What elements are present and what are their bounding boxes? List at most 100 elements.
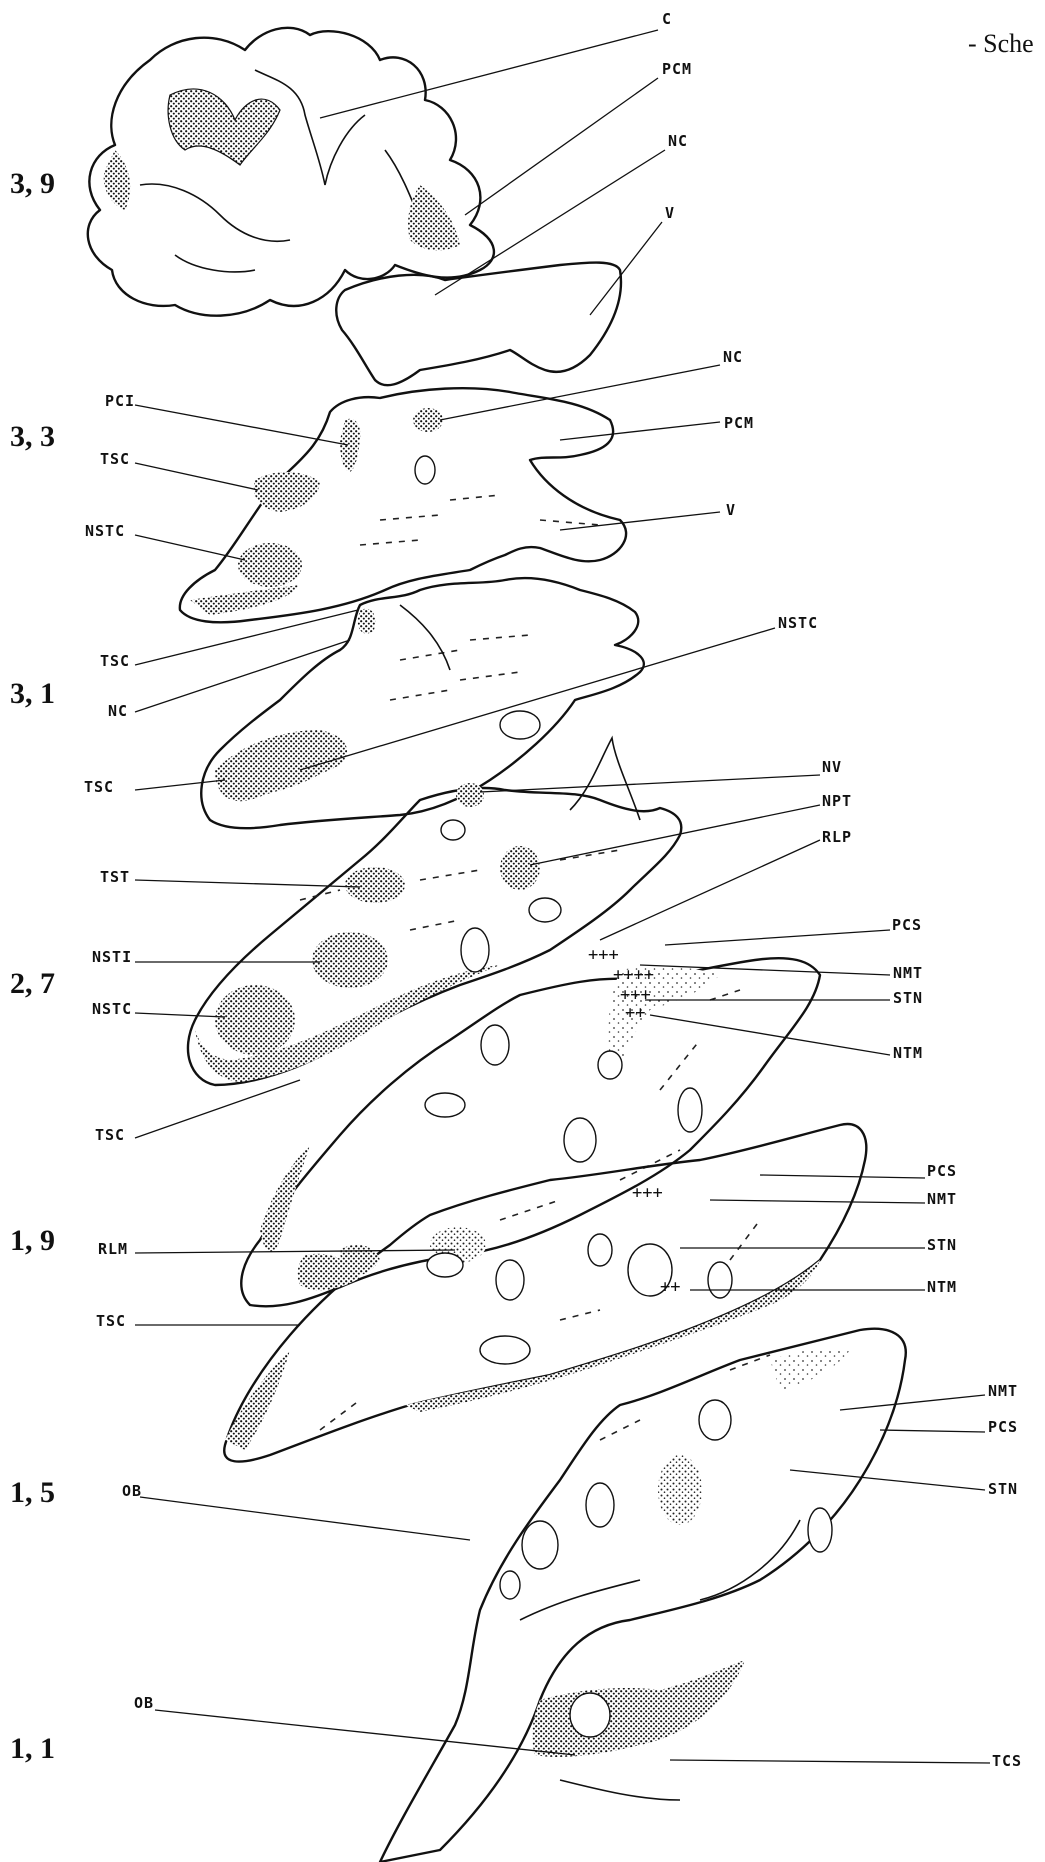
fiber-hole-1-9-b bbox=[564, 1118, 596, 1162]
level-label-3-3: 3, 3 bbox=[10, 420, 55, 453]
section-3-1 bbox=[201, 578, 644, 828]
fiber-hole-1-1-f bbox=[500, 1571, 520, 1599]
leader-ob-1-1 bbox=[155, 1710, 575, 1755]
nucleus-tst bbox=[345, 867, 405, 903]
leader-nstc-3-3 bbox=[135, 535, 245, 560]
fiber-hole-1-1-a bbox=[522, 1521, 558, 1569]
leader-pcs-1-5 bbox=[880, 1430, 985, 1432]
leader-tsc-3-1 bbox=[135, 610, 358, 665]
leader-ob-1-5 bbox=[140, 1497, 470, 1540]
leader-tsc-3-3 bbox=[135, 463, 258, 490]
fiber-hole-1-1-e bbox=[808, 1508, 832, 1552]
section-3-1-inner-curve bbox=[400, 605, 450, 670]
leader-rlp bbox=[600, 840, 820, 940]
leader-pcm-3-9 bbox=[465, 78, 658, 215]
svg-text:++++: ++++ bbox=[613, 965, 654, 985]
label-pcs-1-9: PCS bbox=[927, 1162, 957, 1180]
leader-pcm-3-3 bbox=[560, 422, 720, 440]
fiber-dashes-3-1 bbox=[390, 635, 530, 700]
nucleus-1-1-center bbox=[658, 1455, 702, 1525]
nucleus-nsti bbox=[312, 932, 388, 988]
label-pcm-3-3: PCM bbox=[724, 414, 754, 432]
brainstem-1-1-outline bbox=[380, 1329, 906, 1862]
region-rlm-1-5 bbox=[340, 1245, 380, 1276]
leader-tsc-2-7 bbox=[135, 1080, 300, 1138]
section-1-9: +++ ++++ +++ ++ bbox=[241, 945, 820, 1306]
label-rlp: RLP bbox=[822, 828, 852, 846]
tract-left-1-5 bbox=[225, 1350, 290, 1450]
fiber-hole-1-1-d bbox=[570, 1693, 610, 1737]
label-tsc-2-7: TSC bbox=[95, 1126, 125, 1144]
leader-tsc-3-1-lower bbox=[135, 780, 225, 790]
label-pcs-1-5: PCS bbox=[988, 1418, 1018, 1436]
fiber-hole-2-7-b bbox=[529, 898, 561, 922]
fiber-hole-1-5-f bbox=[480, 1336, 530, 1364]
leader-nc-3-3 bbox=[440, 365, 720, 420]
svg-text:++: ++ bbox=[660, 1277, 680, 1297]
nucleus-nstc-3-3 bbox=[238, 543, 302, 587]
fiber-hole-3-3 bbox=[415, 456, 435, 484]
svg-text:+++: +++ bbox=[588, 945, 619, 965]
leader-nmt-1-5 bbox=[840, 1395, 985, 1410]
fiber-hole-1-9-e bbox=[598, 1051, 622, 1079]
nucleus-nc-3-3 bbox=[413, 408, 443, 432]
label-nsti: NSTI bbox=[92, 948, 132, 966]
label-nmt-1-5: NMT bbox=[988, 1382, 1018, 1400]
leader-nmt-1-9 bbox=[710, 1200, 925, 1203]
section-1-1 bbox=[380, 1329, 906, 1862]
label-nc-3-9: NC bbox=[668, 132, 688, 150]
label-tst: TST bbox=[100, 868, 130, 886]
brainstem-3-3-outline bbox=[180, 388, 626, 622]
nucleus-nc-3-1 bbox=[358, 609, 375, 634]
fiber-hole-1-9-c bbox=[425, 1093, 465, 1117]
fiber-hole-3-1 bbox=[500, 711, 540, 739]
label-v-3-3: V bbox=[726, 501, 736, 519]
label-tsc-3-1-lower: TSC bbox=[84, 778, 114, 796]
fiber-hole-1-5-b bbox=[496, 1260, 524, 1300]
leader-nstc-2-7 bbox=[135, 1013, 225, 1017]
label-ntm-1-9: NTM bbox=[927, 1278, 957, 1296]
cerebellum-inner-fold bbox=[255, 70, 365, 185]
tract-3-3-ventral bbox=[190, 585, 300, 615]
label-tsc-1-9: TSC bbox=[96, 1312, 126, 1330]
cerebellum-cortex-band-left bbox=[104, 150, 131, 210]
level-label-1-9: 1, 9 bbox=[10, 1224, 55, 1257]
cerebellum-fold-2 bbox=[140, 150, 420, 272]
leader-nc-3-1 bbox=[135, 640, 350, 712]
label-pcm-3-9: PCM bbox=[662, 60, 692, 78]
nucleus-nv bbox=[456, 783, 484, 807]
leader-pcs-1-9 bbox=[760, 1175, 925, 1178]
label-tcs: TCS bbox=[992, 1752, 1022, 1770]
tract-ob-1-5 bbox=[405, 1260, 820, 1412]
fiber-dashes-1-5 bbox=[320, 1220, 760, 1430]
leader-v-3-3 bbox=[560, 512, 720, 530]
label-stn-1-9: STN bbox=[927, 1236, 957, 1254]
nucleus-pci bbox=[340, 419, 360, 472]
label-stn-1-5: STN bbox=[988, 1480, 1018, 1498]
tract-tsc-1-9 bbox=[260, 1145, 310, 1252]
label-pci: PCI bbox=[105, 392, 135, 410]
brainstem-1-9-outline bbox=[241, 958, 820, 1306]
fiber-hole-1-1-b bbox=[586, 1483, 614, 1527]
level-label-1-5: 1, 5 bbox=[10, 1476, 55, 1509]
cerebellum-cortex-folds bbox=[168, 89, 280, 165]
label-nc-3-3: NC bbox=[723, 348, 743, 366]
label-nmt-1-9: NMT bbox=[927, 1190, 957, 1208]
label-nstc-2-7: NSTC bbox=[92, 1000, 132, 1018]
label-tsc-3-1: TSC bbox=[100, 652, 130, 670]
leader-c bbox=[320, 30, 658, 118]
nucleus-tsc-3-3 bbox=[254, 472, 320, 512]
fiber-hole-1-5-c bbox=[588, 1234, 612, 1266]
leader-pcs-2-7 bbox=[665, 930, 890, 945]
label-nstc-3-1: NSTC bbox=[778, 614, 818, 632]
leader-pci bbox=[135, 405, 348, 445]
label-v-3-9: V bbox=[665, 204, 675, 222]
fiber-hole-1-9-a bbox=[481, 1025, 509, 1065]
fiber-hole-2-7-a bbox=[441, 820, 465, 840]
label-ob-1-5: OB bbox=[122, 1482, 142, 1500]
fiber-dashes-3-3 bbox=[360, 495, 600, 545]
svg-text:+++: +++ bbox=[632, 1183, 663, 1203]
label-rlm: RLM bbox=[98, 1240, 128, 1258]
nerve-root-2-7 bbox=[570, 738, 640, 820]
